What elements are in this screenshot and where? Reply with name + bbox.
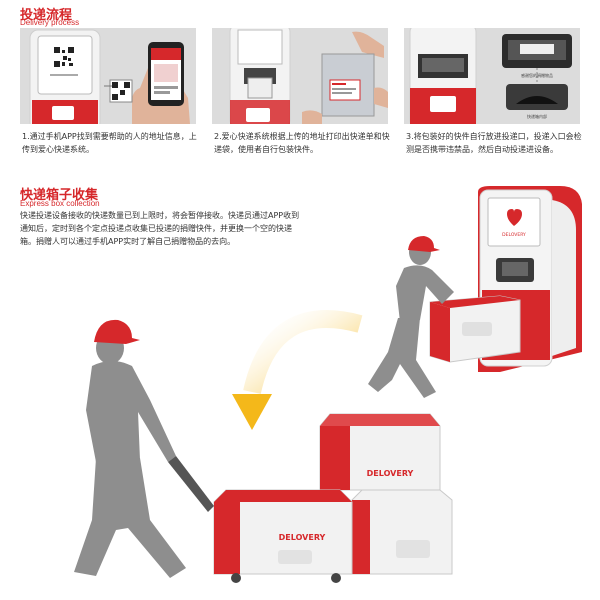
courier-pushing-figure <box>368 236 454 398</box>
section-subtitle-collection: Express box collection <box>20 199 100 208</box>
flow-arrow <box>232 310 363 430</box>
red-cap-icon-2 <box>94 319 140 344</box>
step-3-caption: 3.将包装好的快件自行放进投递口，投递入口会检测是否携带违禁品，然后自动投递进设… <box>406 132 582 154</box>
step-2-image <box>212 28 388 124</box>
collection-description: 快递投递设备接收的快递数量已到上限时，将会暂停接收。快递员通过APP收到通知后，… <box>20 211 300 246</box>
box-brand-bottom: DELOVERY <box>279 533 326 542</box>
box-brand-top: DELOVERY <box>367 469 414 478</box>
panel3-label-a: 感谢您的捐赠物品 <box>521 72 553 78</box>
step-2-caption: 2.爱心快递系统根据上传的地址打印出快递单和快递袋，使用者自行包装快件。 <box>214 132 390 154</box>
step-1-image <box>20 28 196 124</box>
collection-scene: DELOVERY DELOVERY <box>74 186 582 583</box>
section-title-collection: 快递箱子收集 <box>20 188 99 203</box>
print-bag-illustration <box>212 28 388 124</box>
step-1-caption: 1.通过手机APP找到需要帮助的人的地址信息，上传到爱心快递系统。 <box>22 132 197 154</box>
step-3-image: 感谢您的捐赠物品 快递箱内部 <box>404 28 580 124</box>
panel3-label-b: 快递箱内部 <box>527 113 547 119</box>
section-subtitle-delivery: Delivery process <box>20 18 80 27</box>
pull-handle <box>168 456 214 512</box>
kiosk-screen-brand: DELOVERY <box>502 232 526 238</box>
heart-icon <box>507 209 522 226</box>
deposit-slot-illustration: 感谢您的捐赠物品 快递箱内部 <box>404 28 580 124</box>
courier-pulling-figure <box>74 319 214 578</box>
red-cap-icon <box>408 236 440 252</box>
express-box-stack: DELOVERY DELOVERY <box>213 413 453 583</box>
kiosk-phone-illustration <box>20 28 196 124</box>
section-title-delivery: 投递流程 <box>20 8 73 23</box>
express-box-kiosk <box>429 295 521 363</box>
